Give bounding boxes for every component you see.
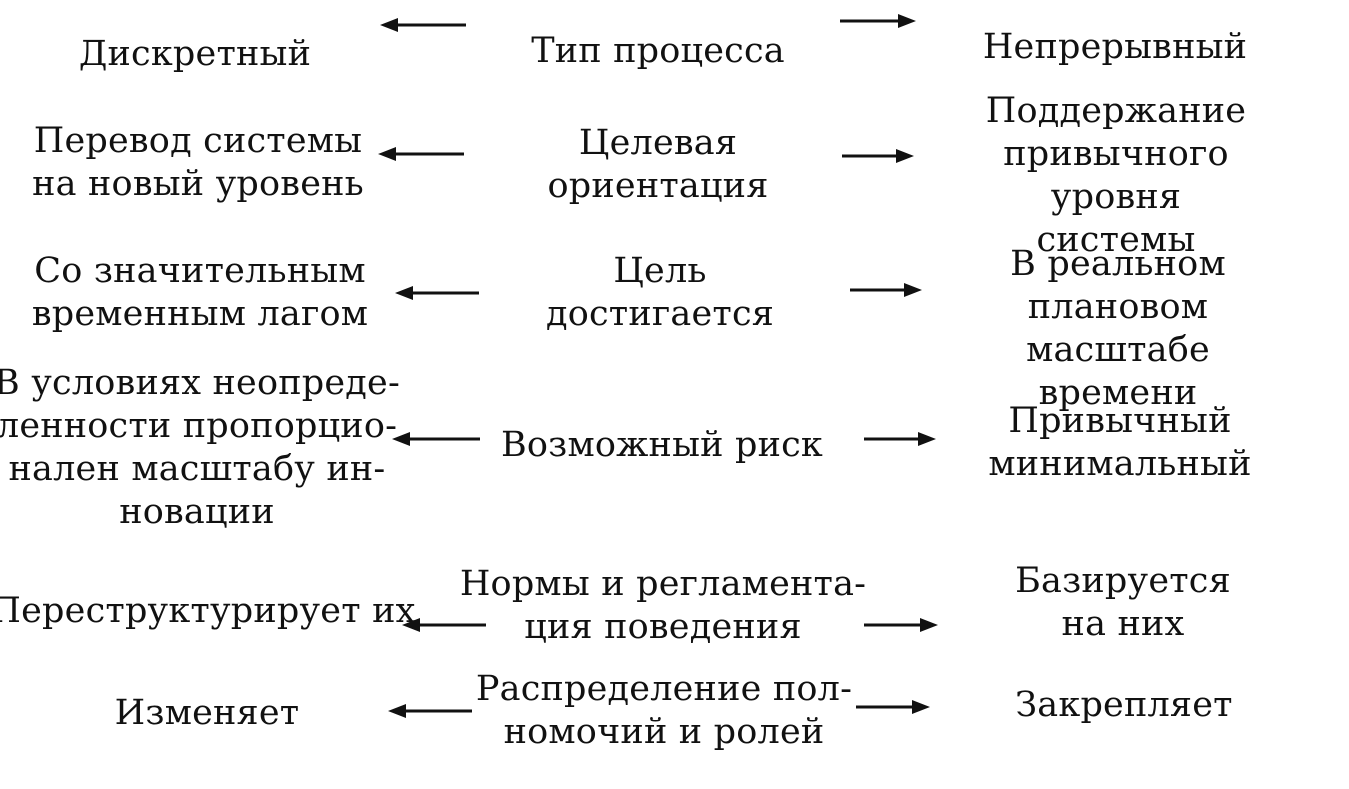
row-1-criterion-text: Тип процесса [531,31,785,71]
row-4-left-arrow [392,432,480,446]
row-6-criterion-text: Распределение пол- номочий и ролей [475,669,853,752]
row-5-criterion-text: Нормы и регламента- ция поведения [459,564,867,647]
row-3-right-arrow [850,283,922,297]
row-6-left-text: Изменяет [114,693,300,733]
row-6-right-text: Закрепляет [1015,685,1233,725]
row-4-left-text: В условиях неопреде- ленности пропорцио-… [0,363,400,532]
row-6-left-arrow [388,704,472,718]
row-3-criterion-text: Цель достигается [545,251,775,334]
row-1-right-text: Непрерывный [982,27,1248,67]
row-4-criterion-text: Возможный риск [500,425,824,465]
row-3-left-text: Со значительным временным лагом [31,251,369,334]
row-3-left-arrow [395,286,479,300]
row-2-right-arrow [842,149,914,163]
row-1-left-text: Дискретный [78,34,312,74]
row-1-left-arrow [380,18,466,32]
row-1-right-arrow [840,14,916,28]
row-5-left-arrow [402,618,486,632]
row-5-left-text: Переструктурирует их [0,591,416,631]
row-6-right-arrow [856,700,930,714]
row-2-right-text: Поддержание привычного уровня системы [985,91,1247,260]
row-3-right-text: В реальном плановом масштабе времени [1010,244,1226,413]
row-5-right-text: Базируется на них [1015,561,1231,644]
row-4-right-arrow [864,432,936,446]
row-2-criterion-text: Целевая ориентация [547,123,769,206]
row-5-right-arrow [864,618,938,632]
row-2-left-text: Перевод системы на новый уровень [32,121,364,204]
row-2-left-arrow [378,147,464,161]
row-4-right-text: Привычный минимальный [988,401,1252,484]
